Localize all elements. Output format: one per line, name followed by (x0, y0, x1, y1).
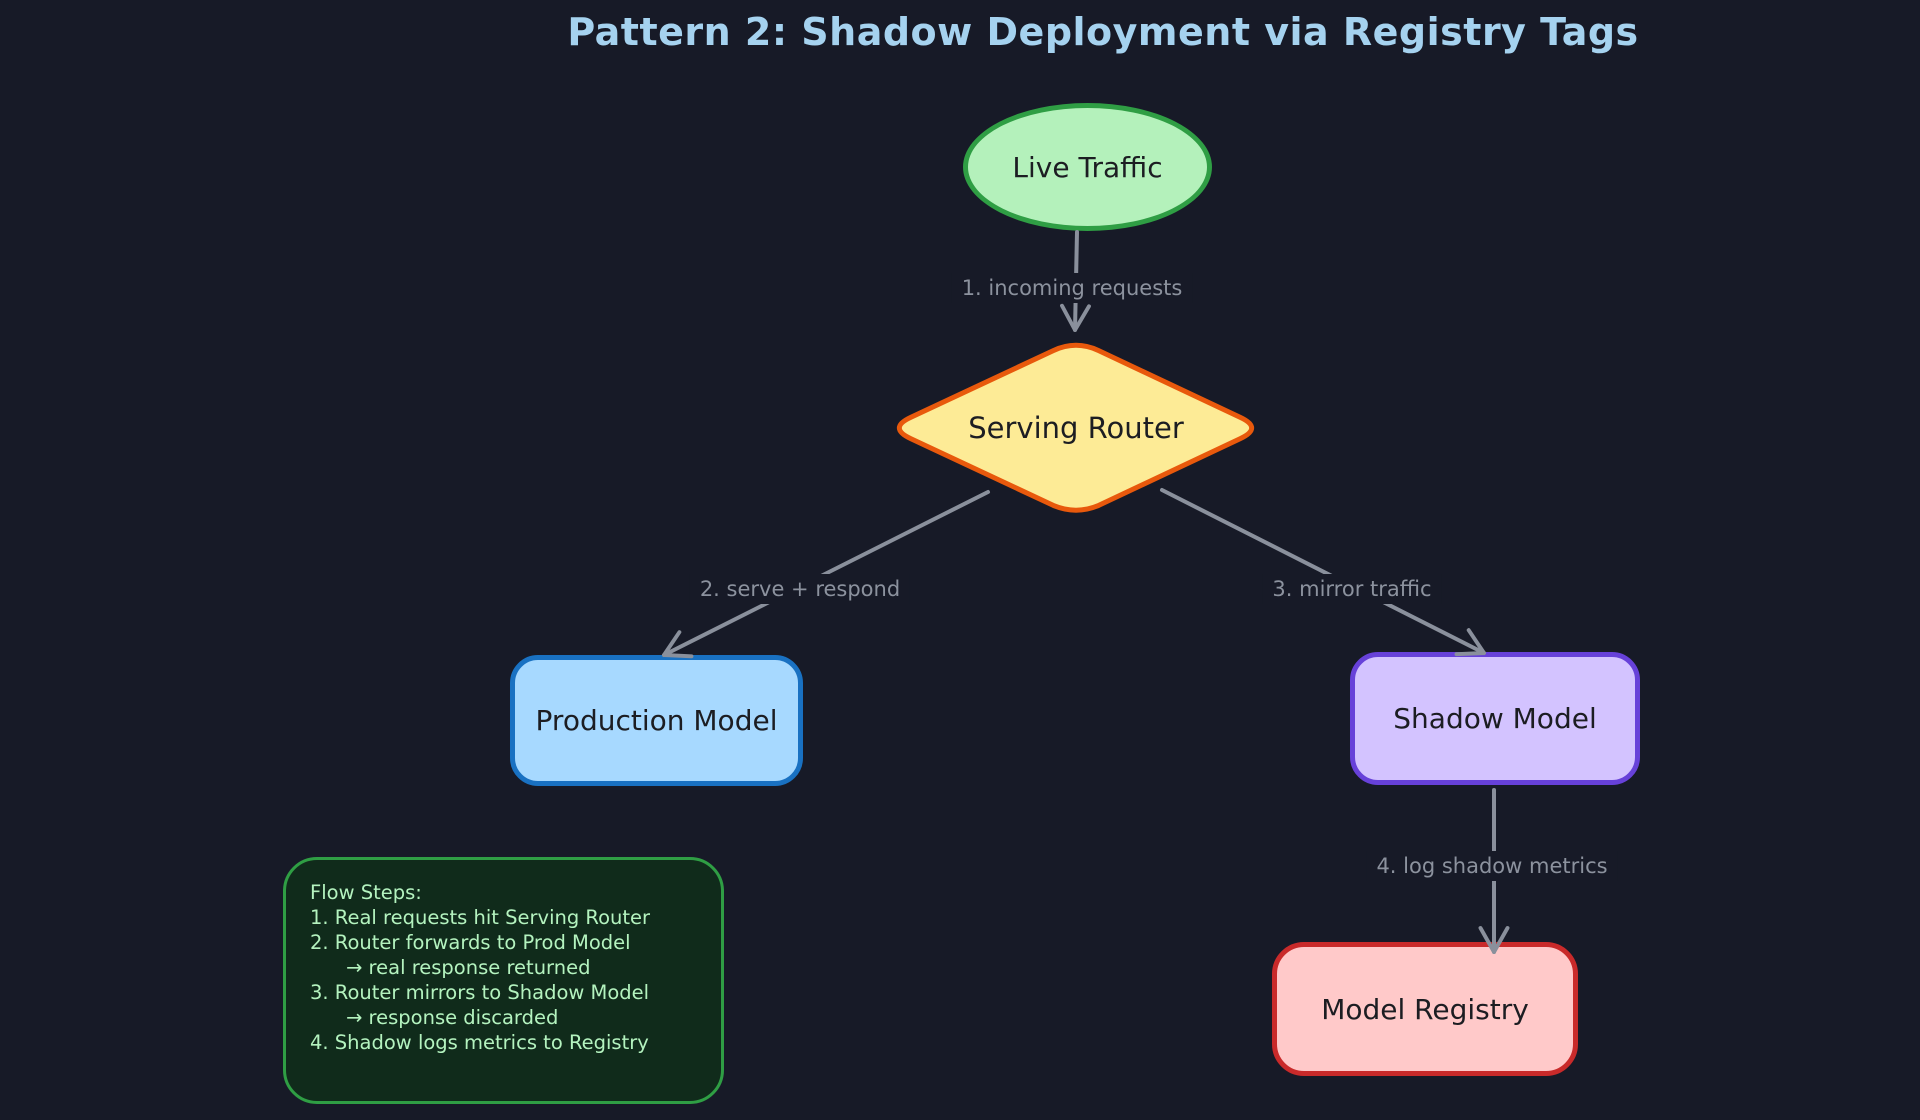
production-model-label: Production Model (535, 704, 778, 737)
diagram-title: Pattern 2: Shadow Deployment via Registr… (567, 10, 1639, 54)
serving-router-label: Serving Router (968, 411, 1184, 445)
live-traffic-label: Live Traffic (1012, 150, 1163, 184)
note-line-step3: 3. Router mirrors to Shadow Model (310, 981, 650, 1004)
edge-label-incoming-requests: 1. incoming requests (951, 273, 1193, 303)
note-line-step2: 2. Router forwards to Prod Model (310, 931, 631, 954)
note-line-step3b: → response discarded (346, 1006, 559, 1029)
edge-label-mirror-traffic: 3. mirror traffic (1262, 574, 1442, 604)
live-traffic-node: Live Traffic (963, 103, 1212, 231)
edge-label-log-shadow-metrics: 4. log shadow metrics (1366, 851, 1618, 881)
model-registry-label: Model Registry (1321, 992, 1529, 1026)
edge-label-serve-respond: 2. serve + respond (689, 574, 911, 604)
shadow-model-label: Shadow Model (1393, 702, 1597, 735)
note-line-step2b: → real response returned (346, 956, 591, 979)
note-line-step4: 4. Shadow logs metrics to Registry (310, 1031, 649, 1054)
model-registry-node: Model Registry (1272, 942, 1578, 1076)
note-line-heading: Flow Steps: (310, 881, 422, 904)
flow-steps-note: Flow Steps: 1. Real requests hit Serving… (283, 857, 724, 1104)
shadow-model-node: Shadow Model (1350, 652, 1640, 785)
production-model-node: Production Model (510, 655, 803, 786)
arrow-serving-router-to-shadow-model (1160, 488, 1486, 657)
note-line-step1: 1. Real requests hit Serving Router (310, 906, 651, 929)
